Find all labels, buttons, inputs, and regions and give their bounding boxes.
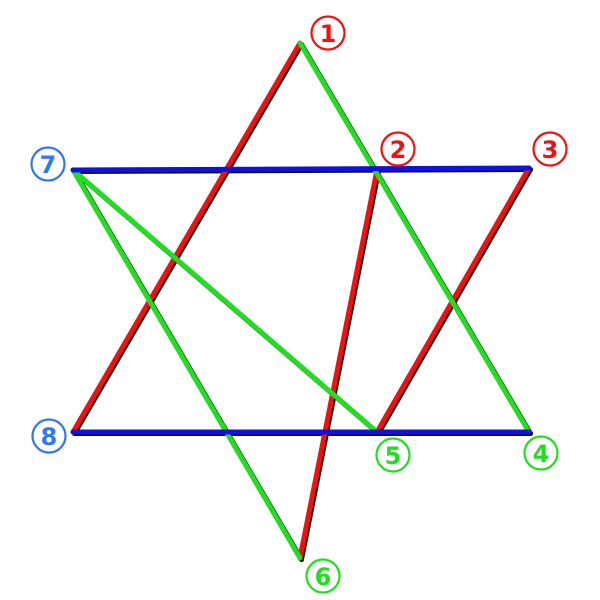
node-number-1: 1 xyxy=(320,20,337,48)
node-ring-3 xyxy=(532,131,568,167)
edge-lines xyxy=(70,40,532,561)
node-label-2: 2 xyxy=(380,131,416,167)
node-label-3: 3 xyxy=(532,131,568,167)
node-label-7: 7 xyxy=(30,146,66,182)
edge-1-8 xyxy=(70,40,303,435)
edges-layer xyxy=(70,40,533,562)
node-ring-7 xyxy=(30,146,66,182)
node-number-8: 8 xyxy=(41,423,58,451)
node-number-6: 6 xyxy=(315,563,332,591)
edge-2-6 xyxy=(297,167,380,561)
node-label-4: 4 xyxy=(523,435,559,471)
node-label-6: 6 xyxy=(305,558,341,594)
node-ring-8 xyxy=(31,418,67,454)
labels-layer: 1 2 3 4 5 6 7 8 xyxy=(30,15,568,594)
node-ring-2 xyxy=(380,131,416,167)
node-ring-4 xyxy=(523,435,559,471)
node-ring-6 xyxy=(305,558,341,594)
node-label-5: 5 xyxy=(375,437,411,473)
node-ring-5 xyxy=(375,437,411,473)
node-ring-1 xyxy=(310,15,346,51)
node-number-5: 5 xyxy=(385,442,402,470)
edge-1-4 xyxy=(297,40,532,435)
edge-7-6 xyxy=(70,167,303,561)
edge-7-3 xyxy=(70,165,532,173)
node-number-7: 7 xyxy=(40,151,57,179)
node-label-1: 1 xyxy=(310,15,346,51)
node-number-4: 4 xyxy=(533,440,550,468)
node-number-3: 3 xyxy=(542,136,559,164)
node-number-2: 2 xyxy=(390,136,407,164)
node-label-8: 8 xyxy=(31,418,67,454)
edge-shadows xyxy=(72,42,533,562)
edge-7-5 xyxy=(70,167,380,435)
